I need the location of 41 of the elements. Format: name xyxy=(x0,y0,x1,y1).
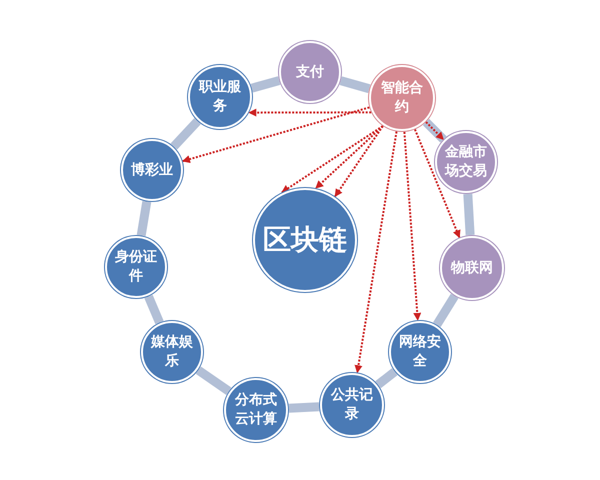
topic-label: 智能合约 xyxy=(380,79,424,117)
topic-label: 身份证件 xyxy=(114,248,158,286)
topic-circle xyxy=(105,236,167,298)
connector-bar xyxy=(375,368,398,388)
arrow xyxy=(354,131,398,374)
connector-bar xyxy=(433,294,458,328)
topic-label: 公共记录 xyxy=(330,386,374,424)
arrow xyxy=(403,132,422,321)
connector-bar xyxy=(196,366,232,395)
arrow xyxy=(182,106,370,163)
connector-bar xyxy=(144,294,164,324)
topic-circle xyxy=(121,139,183,201)
topic-circle xyxy=(435,131,497,193)
connector-bar xyxy=(340,76,371,94)
topic-label: 网络安全 xyxy=(398,333,442,371)
arrow xyxy=(281,125,384,194)
topic-label: 职业服务 xyxy=(198,78,242,116)
connector-bar xyxy=(288,402,320,413)
connector-bar xyxy=(170,118,201,150)
topic-circle xyxy=(279,41,341,103)
arrow xyxy=(334,126,384,198)
arrow xyxy=(414,129,460,238)
connector-bar xyxy=(250,76,280,92)
topic-circle xyxy=(320,373,384,437)
topic-label: 分布式云计算 xyxy=(234,391,278,429)
topic-circle xyxy=(369,65,435,131)
arrow xyxy=(248,108,372,117)
topic-label: 博彩业 xyxy=(130,160,174,180)
topic-circle xyxy=(440,236,504,300)
topic-label: 物联网 xyxy=(450,258,494,278)
topic-circle xyxy=(224,378,288,442)
topic-circle xyxy=(141,321,203,383)
topic-label: 金融市场交易 xyxy=(444,143,488,181)
topic-circle xyxy=(389,321,451,383)
topic-label: 媒体娱乐 xyxy=(150,333,194,371)
connector-bar xyxy=(463,194,475,236)
topic-label: 支付 xyxy=(295,62,325,82)
topic-circle xyxy=(188,65,252,129)
topic-label: 区块链 xyxy=(262,222,348,258)
connector-bar xyxy=(136,200,152,236)
arrow xyxy=(315,125,384,189)
